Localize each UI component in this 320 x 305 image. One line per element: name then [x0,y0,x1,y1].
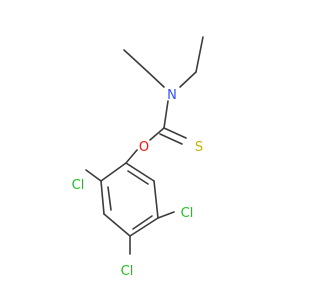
ring-bond-4-5 [129,217,159,237]
bond-group [85,36,204,255]
ring-bond-2-3 [100,180,105,215]
atom-label-sulfur: S [195,140,203,155]
atom-label-chlorine-top: Cl [72,178,85,193]
bond-ring-cl-top [85,169,102,182]
bond-c-o [149,127,165,141]
bond-ch3-ch2-right [195,36,204,73]
structure-canvas: N O S Cl Cl Cl [72,36,204,279]
ring-bond-3-4 [103,213,131,237]
ring-bond-6-1 [125,162,155,182]
atom-label-oxygen: O [139,140,149,155]
bond-n-c [163,100,169,129]
ring-bond-5-6 [153,180,159,219]
atom-label-chlorine-right: Cl [181,206,194,221]
atom-label-chlorine-bottom: Cl [121,264,134,279]
ring-double-inner-6-1 [127,170,149,185]
ring-double-inner-4-5 [132,215,153,230]
bond-ring-cl-right [157,211,175,219]
bond-c-s-2 [159,133,183,145]
molecule-structure: N O S Cl Cl Cl [72,36,204,279]
bond-c-s-1 [163,127,187,139]
atom-label-nitrogen: N [167,88,177,103]
bond-ch3-ch2-left [123,49,149,73]
ring-bond-1-2 [100,162,127,182]
ring-double-inner-2-3 [107,186,112,211]
bond-ch2-n-right [179,71,197,88]
bond-ch2-n-left [147,71,165,88]
bond-o-ring [125,149,138,164]
